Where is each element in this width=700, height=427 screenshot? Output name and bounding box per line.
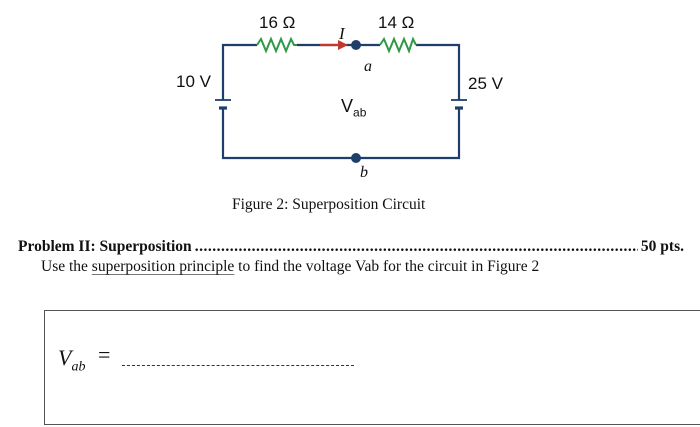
answer-blank-line[interactable] [122, 365, 354, 366]
resistor-14-ohm [379, 36, 417, 54]
problem-points: 50 pts. [640, 238, 684, 255]
problem-heading: Problem II: Superposition ..............… [18, 238, 684, 256]
current-label: I [339, 24, 345, 43]
circuit-diagram [215, 36, 467, 163]
battery-right [451, 99, 467, 113]
battery-left [215, 99, 231, 113]
source-left-label: 10 V [176, 72, 211, 91]
problem-dot-leader: ........................................… [194, 238, 638, 255]
problem-description: Use the superposition principle to find … [41, 258, 539, 276]
answer-var-sub: ab [71, 359, 86, 375]
source-right-label: 25 V [468, 74, 503, 93]
voltage-main: V [341, 96, 354, 116]
resistor-16-ohm [256, 36, 297, 54]
answer-variable: Vab [58, 345, 85, 375]
wire-top-right [416, 43, 461, 100]
current-arrow [320, 40, 348, 50]
desc-suffix: to find the voltage Vab for the circuit … [234, 258, 540, 275]
wire-left-lower [221, 113, 461, 160]
superposition-principle-link[interactable]: superposition principle [91, 258, 235, 275]
voltage-sub: ab [353, 105, 367, 120]
wire-top-left [221, 43, 257, 100]
resistor-right-label: 14 Ω [378, 13, 415, 32]
answer-box [44, 310, 700, 425]
answer-var-main: V [58, 345, 72, 370]
resistor-left-label: 16 Ω [259, 13, 296, 32]
answer-equals: = [98, 342, 111, 367]
node-b-label: b [360, 164, 368, 181]
voltage-vab-label: Vab [341, 96, 366, 120]
desc-prefix: Use the [41, 258, 92, 275]
node-a-label: a [364, 58, 372, 75]
figure-caption: Figure 2: Superposition Circuit [232, 196, 426, 213]
node-a-dot [351, 40, 361, 50]
problem-title: Problem II: Superposition [18, 238, 192, 255]
node-b-dot [351, 153, 361, 163]
